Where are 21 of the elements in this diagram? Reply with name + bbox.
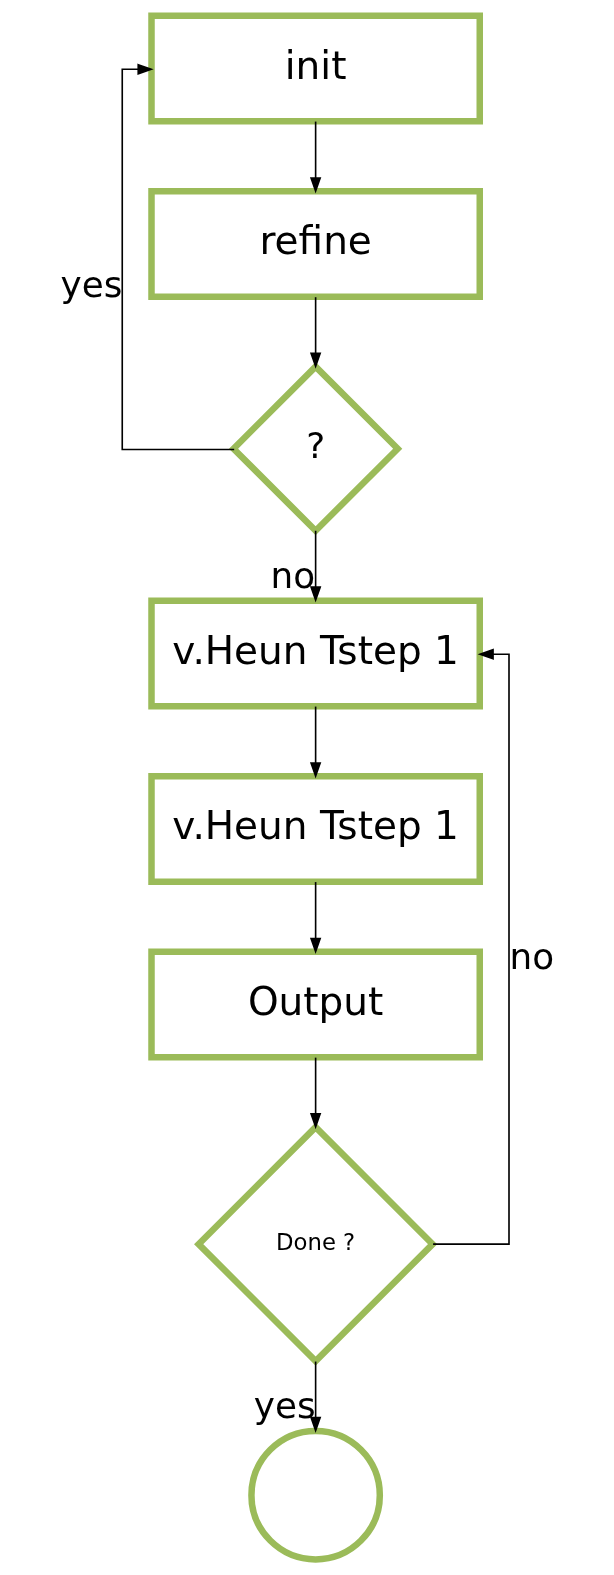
arrow — [309, 1360, 321, 1433]
node-diamond: Done ? — [193, 1122, 437, 1366]
arrow — [309, 529, 321, 603]
node-box: Output — [147, 948, 483, 1061]
arrow — [431, 648, 510, 1245]
edge-label: yes — [253, 1385, 316, 1427]
node-box: init — [147, 12, 483, 125]
edge-label: no — [270, 554, 315, 596]
arrow — [309, 296, 321, 369]
arrow — [309, 705, 321, 779]
arrow — [309, 1056, 321, 1130]
node-box: v.Heun Tstep 1 — [147, 772, 483, 885]
arrow — [120, 63, 235, 451]
node-box: refine — [147, 187, 483, 300]
node-diamond: ? — [228, 362, 402, 536]
node-box: v.Heun Tstep 1 — [147, 597, 483, 710]
edge-label: yes — [59, 263, 122, 305]
arrow — [309, 881, 321, 954]
arrow — [309, 120, 321, 194]
node-circle — [247, 1427, 383, 1563]
edge-label: no — [508, 935, 554, 977]
